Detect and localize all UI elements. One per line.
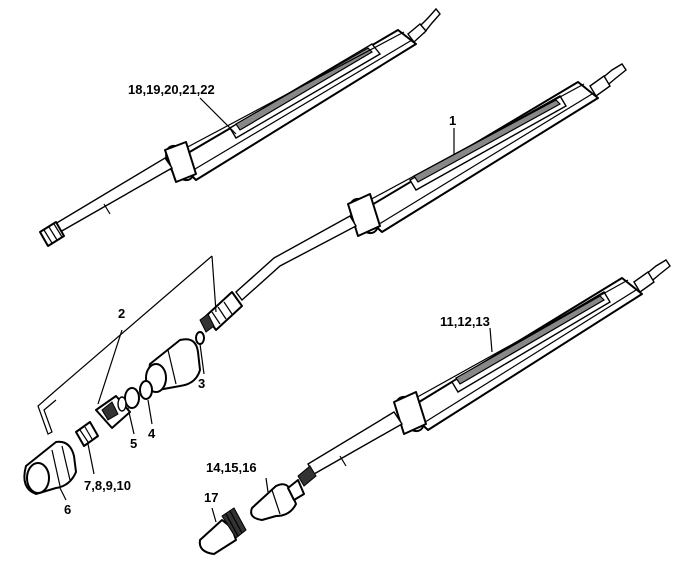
wand-top-connector xyxy=(407,7,441,44)
label-wand-top: 18,19,20,21,22 xyxy=(128,82,215,97)
wand-top-nozzle xyxy=(39,221,65,247)
label-wand-bottom: 11,12,13 xyxy=(440,314,490,329)
nozzle-body xyxy=(95,395,131,429)
wand-middle-handle xyxy=(359,81,599,233)
o-ring-small xyxy=(195,331,205,375)
wand-bottom xyxy=(297,259,671,487)
wand-bottom-lance xyxy=(297,411,403,487)
wand-top-handle xyxy=(175,29,417,181)
label-wand-middle: 1 xyxy=(449,113,456,128)
label-nozzle-kit: 2 xyxy=(118,306,125,321)
wand-bottom-connector xyxy=(633,259,671,294)
nozzle-kit-bracket xyxy=(53,255,217,405)
label-o-ring-medium: 4 xyxy=(148,426,156,441)
label-o-ring-large: 5 xyxy=(130,436,137,451)
leader-lines xyxy=(199,97,493,353)
label-adjustable-nozzle: 14,15,16 xyxy=(206,460,257,475)
wand-middle-connector xyxy=(589,63,627,98)
adjustable-nozzle xyxy=(250,477,305,521)
wand-bottom-handle xyxy=(405,277,643,431)
o-ring-medium xyxy=(139,380,153,425)
nozzle-insert xyxy=(75,421,99,475)
label-o-ring-small: 3 xyxy=(198,376,205,391)
label-nozzle-insert: 7,8,9,10 xyxy=(84,478,131,493)
wand-middle xyxy=(199,63,627,333)
label-nozzle-tip: 17 xyxy=(204,490,218,505)
nozzle-cap xyxy=(23,440,77,501)
nozzle-tip xyxy=(198,507,247,555)
label-nozzle-cap: 6 xyxy=(64,502,71,517)
nozzle-cover xyxy=(145,338,201,393)
wand-top xyxy=(39,7,441,247)
wire-clip xyxy=(37,391,57,435)
wand-middle-thread xyxy=(199,291,243,333)
wand-middle-lance xyxy=(235,215,357,302)
wand-top-lance xyxy=(54,157,174,233)
